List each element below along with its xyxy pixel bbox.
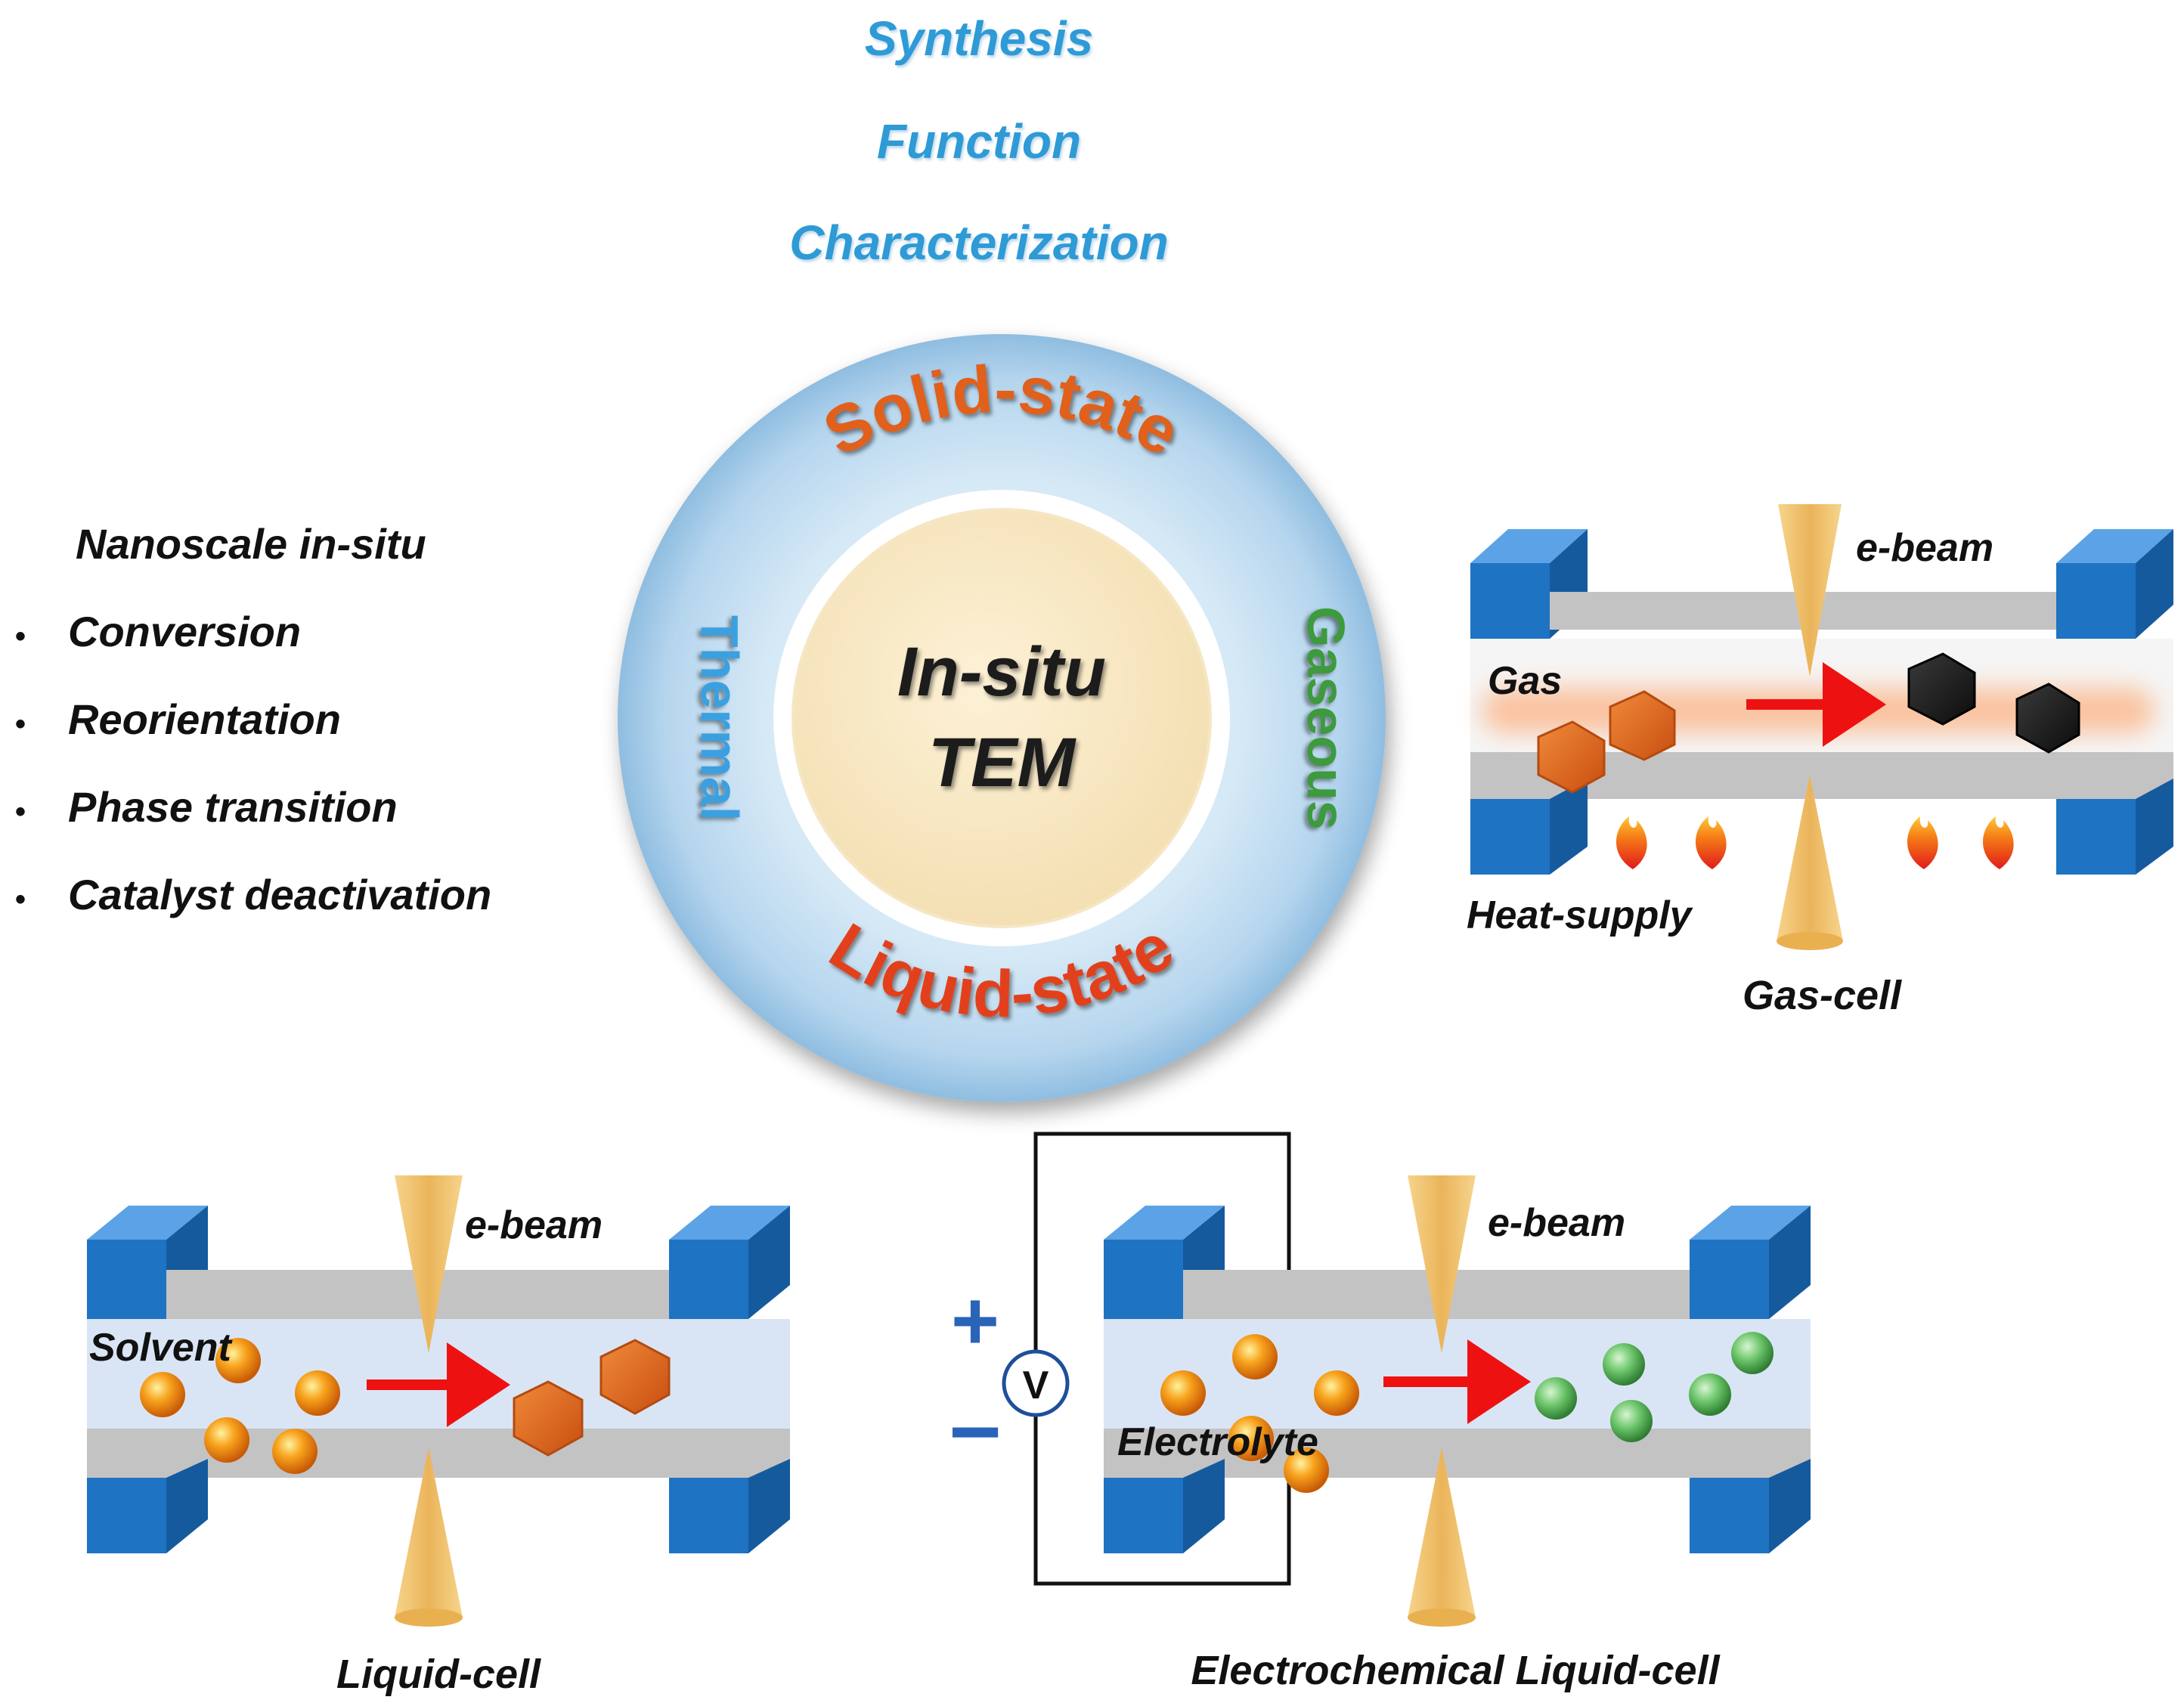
beam-base [1777, 932, 1843, 950]
electrochemical-cell-diagram: V + − e-beam Electrolyte Electrochemical… [949, 1132, 1811, 1693]
center-line1: In-situ [897, 633, 1106, 711]
label-thermal: Thermal [690, 615, 749, 821]
echem-cell-caption: Electrochemical Liquid-cell [1191, 1648, 1720, 1693]
gas-cell-caption: Gas-cell [1743, 973, 1902, 1018]
electron-beam-bottom [1408, 1448, 1476, 1618]
nanoparticle-orange [1609, 690, 1676, 761]
beam-base [1408, 1609, 1476, 1627]
support-block [2056, 779, 2173, 875]
product-sphere [1535, 1377, 1577, 1420]
liquid-chamber [87, 1319, 790, 1429]
in-situ-tem-ring: In-situ TEM Solid-state Liquid-state The… [618, 334, 1386, 1102]
list-item: • Phase transition [15, 769, 491, 857]
bullet-icon: • [15, 795, 26, 828]
precursor-sphere [215, 1338, 261, 1383]
gas-cell-heat-label: Heat-supply [1467, 893, 1694, 937]
precursor-sphere [1314, 1370, 1359, 1416]
plus-terminal: + [951, 1274, 999, 1367]
electron-beam-top [1408, 1175, 1476, 1353]
electron-beam-bottom [395, 1448, 463, 1618]
nanoscale-list: Nanoscale in-situ • Conversion • Reorienta… [15, 506, 491, 945]
precursor-sphere [1160, 1370, 1206, 1416]
list-item: • Reorientation [15, 682, 491, 769]
heading-synthesis: Synthesis [864, 11, 1094, 66]
flame-icon [1695, 816, 1727, 869]
minus-terminal: − [949, 1381, 1002, 1482]
precursor-sphere [1228, 1416, 1274, 1461]
label-gaseous: Gaseous [1296, 606, 1355, 830]
gas-cell-diagram: e-beam Gas Heat-supply Gas-cell [1467, 504, 2173, 1018]
precursor-sphere [1232, 1334, 1278, 1379]
bullet-icon: • [15, 620, 26, 653]
support-block [669, 1206, 790, 1319]
product-sphere [1731, 1332, 1774, 1374]
beam-base [395, 1609, 463, 1627]
list-item-label: Reorientation [68, 695, 341, 743]
precursor-sphere [272, 1429, 318, 1474]
support-block [1470, 779, 1588, 875]
gas-cell-medium-label: Gas [1488, 659, 1562, 703]
flame-icon [1616, 816, 1647, 869]
liquid-cell-caption: Liquid-cell [336, 1652, 541, 1697]
list-item-label: Catalyst deactivation [68, 871, 492, 918]
core-disc [792, 508, 1212, 928]
voltmeter-label: V [1023, 1364, 1049, 1407]
list-item: • Conversion [15, 594, 491, 682]
electron-beam-bottom [1777, 775, 1843, 941]
nanoparticle-orange [513, 1380, 584, 1457]
liquid-cell-diagram: e-beam Solvent Liquid-cell [87, 1175, 790, 1697]
support-block [87, 1459, 208, 1553]
list-item-label: Conversion [68, 608, 302, 655]
precursor-sphere [295, 1370, 340, 1416]
support-block [1690, 1206, 1811, 1319]
nanoparticle-orange [599, 1339, 671, 1415]
nanoparticle-orange [1537, 720, 1606, 794]
bullet-icon: • [15, 708, 26, 741]
list-title: Nanoscale in-situ [76, 520, 426, 568]
precursor-sphere [140, 1372, 185, 1417]
product-sphere [1610, 1400, 1653, 1442]
voltmeter-icon [1002, 1349, 1070, 1417]
nanoparticle-black [2015, 683, 2080, 754]
product-sphere [1603, 1343, 1645, 1386]
echem-cell-medium-label: Electrolyte [1117, 1420, 1318, 1464]
gas-cell-beam-label: e-beam [1856, 526, 1993, 570]
liquid-cell-medium-label: Solvent [89, 1326, 233, 1370]
center-line2: TEM [928, 724, 1077, 801]
support-block [1104, 1459, 1225, 1553]
echem-cell-beam-label: e-beam [1488, 1201, 1625, 1245]
flame-icon [1907, 816, 1938, 869]
liquid-cell-beam-label: e-beam [465, 1203, 603, 1247]
support-block [2056, 529, 2173, 639]
electron-beam-top [1778, 504, 1842, 677]
support-block [1104, 1206, 1225, 1319]
precursor-sphere [1284, 1448, 1329, 1493]
product-sphere [1689, 1373, 1731, 1416]
bullet-icon: • [15, 883, 26, 916]
heading-function: Function [876, 114, 1082, 169]
support-block [669, 1459, 790, 1553]
precursor-sphere [204, 1417, 249, 1463]
electron-beam-top [395, 1175, 463, 1353]
list-item-label: Phase transition [68, 783, 398, 831]
nanoparticle-black [1907, 652, 1976, 726]
flame-icon [1982, 816, 2014, 869]
list-item: • Catalyst deactivation [15, 857, 491, 945]
electrolyte-chamber [1104, 1319, 1811, 1429]
support-block [1690, 1459, 1811, 1553]
heading-characterization: Characterization [789, 215, 1169, 270]
